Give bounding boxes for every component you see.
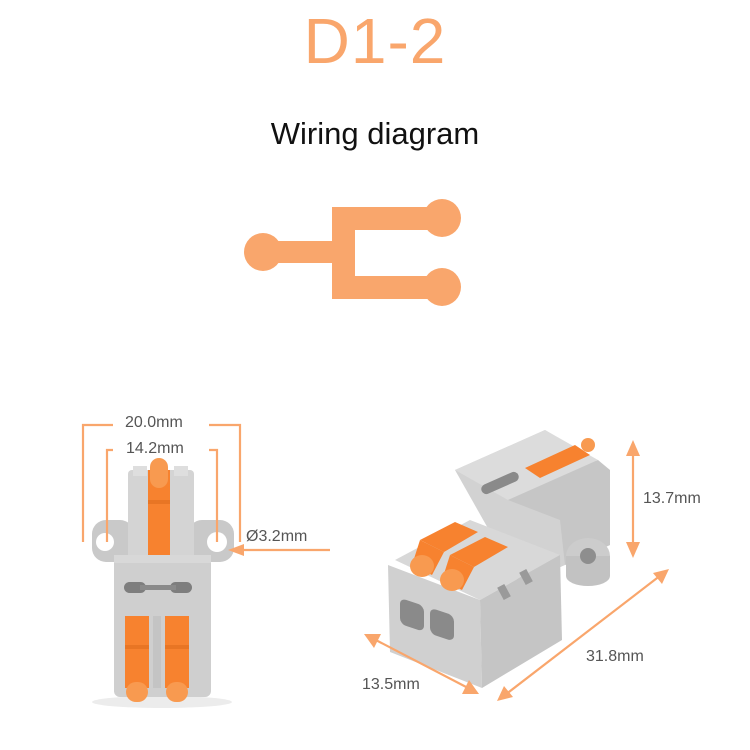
wiring-diagram-heading: Wiring diagram bbox=[270, 116, 480, 151]
width-label: 13.5mm bbox=[362, 676, 420, 693]
product-title: D1-2 bbox=[303, 5, 447, 77]
height-label: 13.7mm bbox=[643, 490, 701, 507]
mounting-ear-left bbox=[92, 520, 134, 562]
hole-diameter-label: Ø3.2mm bbox=[246, 528, 308, 545]
outer-width-label: 20.0mm bbox=[125, 414, 183, 431]
inner-width-label: 14.2mm bbox=[126, 440, 184, 457]
length-label: 31.8mm bbox=[586, 648, 644, 665]
